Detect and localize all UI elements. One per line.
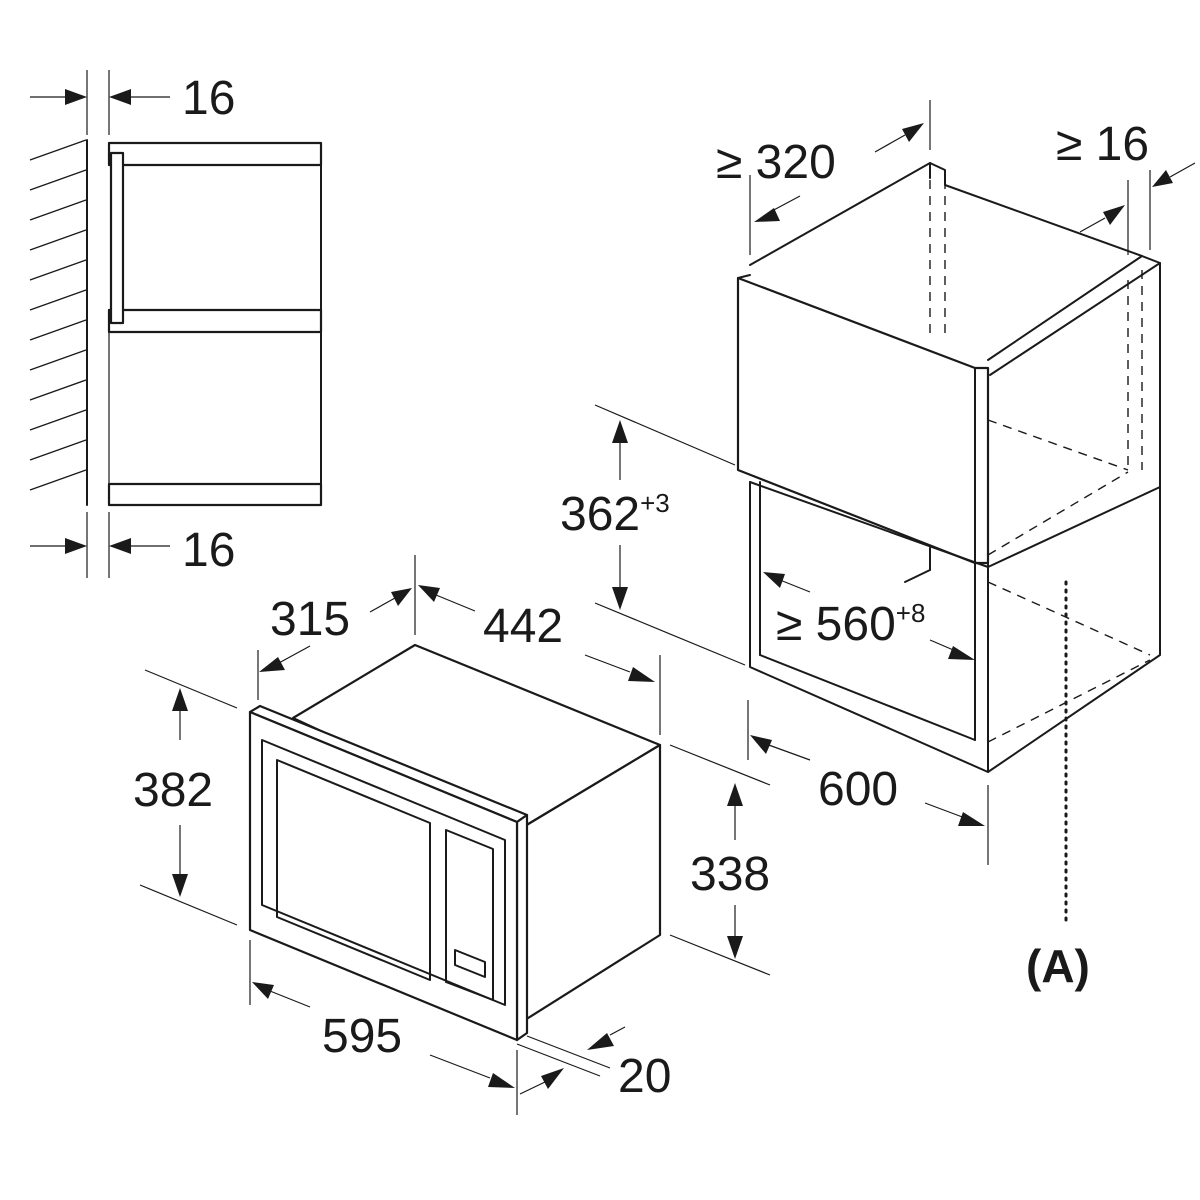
cabinet-top-panel — [107, 141, 323, 167]
appliance-height-label: 382 — [133, 764, 213, 817]
body-width-arrow-left — [418, 585, 440, 602]
appliance-front — [248, 710, 519, 1042]
cabinet-outline — [749, 162, 1161, 773]
side-gap-arrow-right — [1152, 170, 1173, 187]
appliance-depth-label: 315 — [270, 593, 350, 646]
display — [454, 949, 486, 978]
niche-height-arrow-up — [612, 420, 628, 443]
appliance-depth-arrow-right — [391, 588, 412, 606]
depth-arrow-right — [902, 123, 924, 142]
side-section-view: 16 16 — [29, 70, 323, 578]
cabinet-shelf-panel — [107, 308, 323, 334]
width-arrow-left — [750, 735, 772, 754]
body-width-arrow-right — [628, 667, 655, 682]
wall-hatching — [29, 139, 87, 491]
cabinet-depth-label: ≥ 320 — [716, 136, 836, 189]
front-panel-side-edge — [515, 813, 529, 1042]
height-arrow-down — [172, 874, 188, 897]
appliance-depth-arrow-left — [259, 657, 285, 672]
appliance-isometric-view: 315 442 382 338 595 — [133, 555, 771, 1115]
front-depth-arrow-bottom — [541, 1068, 564, 1089]
control-panel — [445, 829, 494, 1001]
side-gap-bottom-label: 16 — [182, 524, 235, 577]
gap-arrow-left-bottom — [65, 538, 87, 554]
marker-label: (A) — [1026, 940, 1090, 992]
width-arrow-right — [488, 1073, 515, 1088]
side-gap-top-label: 16 — [182, 72, 235, 125]
cabinet-width-label: 600 — [818, 763, 898, 816]
front-panel-depth-label: 20 — [618, 1050, 671, 1103]
gap-arrow-left-top — [65, 89, 87, 105]
cabinet-front-panel — [736, 276, 990, 565]
width-arrow-left — [252, 982, 274, 999]
cabinet-side-gap-label: ≥ 16 — [1056, 118, 1149, 171]
door-window — [276, 759, 431, 981]
niche-height-arrow-down — [612, 587, 628, 610]
front-depth-arrow-top — [587, 1033, 614, 1050]
niche-width-arrow-left — [763, 572, 785, 588]
side-gap-arrow-left — [1103, 205, 1125, 225]
body-height-arrow-up — [727, 783, 743, 806]
width-arrow-right — [958, 812, 985, 826]
appliance-body-height-label: 338 — [690, 848, 770, 901]
body-height-arrow-down — [727, 936, 743, 959]
front-inner-border — [261, 739, 506, 1006]
niche-height-label: 362+3 — [560, 488, 670, 541]
height-arrow-up — [172, 688, 188, 711]
cabinet-isometric-view: (A) ≥ 320 ≥ 16 362+3 ≥ 560+8 — [560, 100, 1196, 992]
appliance-width-label: 595 — [322, 1010, 402, 1063]
niche-width-arrow-right — [948, 646, 975, 660]
gap-arrow-right-bottom — [109, 538, 131, 554]
cabinet-bottom-panel — [107, 482, 323, 507]
niche-width-label: ≥ 560+8 — [776, 598, 925, 651]
appliance-body-width-label: 442 — [483, 600, 563, 653]
gap-arrow-right-top — [109, 89, 131, 105]
depth-arrow-left — [754, 208, 780, 222]
cabinet-back-strip — [109, 151, 125, 325]
